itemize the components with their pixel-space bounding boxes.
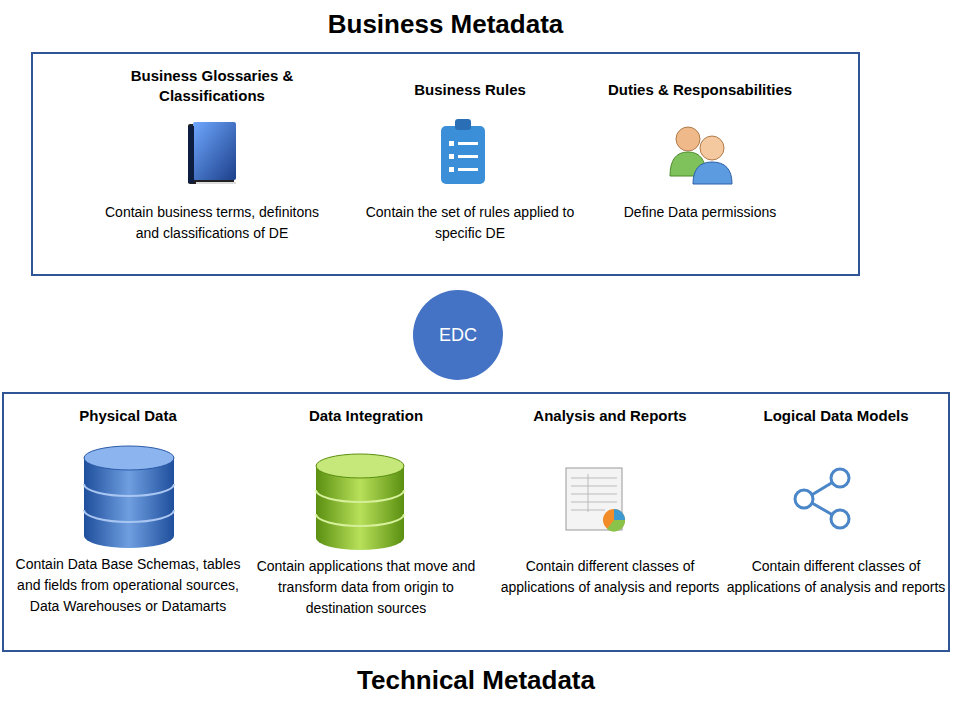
item-heading: Analysis and Reports [496, 406, 724, 426]
clipboard-icon [441, 119, 485, 184]
item-description: Define Data permissions [585, 202, 815, 223]
database-icon [84, 446, 174, 548]
item-description: Contain different classes of application… [726, 556, 946, 598]
database-icon [316, 454, 404, 550]
item-description: Contain the set of rules applied to spec… [355, 202, 585, 244]
item-column: Physical DataContain Data Base Schemas, … [14, 406, 242, 646]
item-column: Analysis and ReportsContain different cl… [496, 406, 724, 646]
item-description: Contain business terms, definitons and c… [97, 202, 327, 244]
hub-label: EDC [439, 325, 477, 346]
group-title: Technical Metadata [4, 665, 948, 696]
item-heading: Logical Data Models [726, 406, 946, 426]
book-icon [188, 122, 236, 184]
item-heading: Business Glossaries & Classifications [97, 66, 327, 105]
item-heading: Data Integration [250, 406, 482, 426]
report-icon [566, 468, 625, 532]
item-heading: Physical Data [14, 406, 242, 426]
item-description: Contain Data Base Schemas, tables and fi… [14, 554, 242, 617]
item-heading: Duties & Responsabilities [585, 80, 815, 100]
item-column: Business Glossaries & ClassificationsCon… [97, 66, 327, 270]
item-description: Contain applications that move and trans… [250, 556, 482, 619]
group-box: Business MetadataBusiness Glossaries & C… [31, 52, 860, 276]
group-title: Business Metadata [33, 9, 858, 40]
item-column: Business RulesContain the set of rules a… [355, 80, 585, 250]
people-icon [670, 127, 732, 184]
group-box: Technical MetadataPhysical DataContain D… [2, 392, 950, 652]
hub-circle: EDC [413, 290, 503, 380]
item-column: Duties & ResponsabilitiesDefine Data per… [585, 80, 815, 230]
item-heading: Business Rules [355, 80, 585, 100]
item-description: Contain different classes of application… [496, 556, 724, 598]
network-icon [795, 469, 849, 528]
item-column: Data IntegrationContain applications tha… [250, 406, 482, 646]
item-column: Logical Data ModelsContain different cla… [726, 406, 946, 646]
